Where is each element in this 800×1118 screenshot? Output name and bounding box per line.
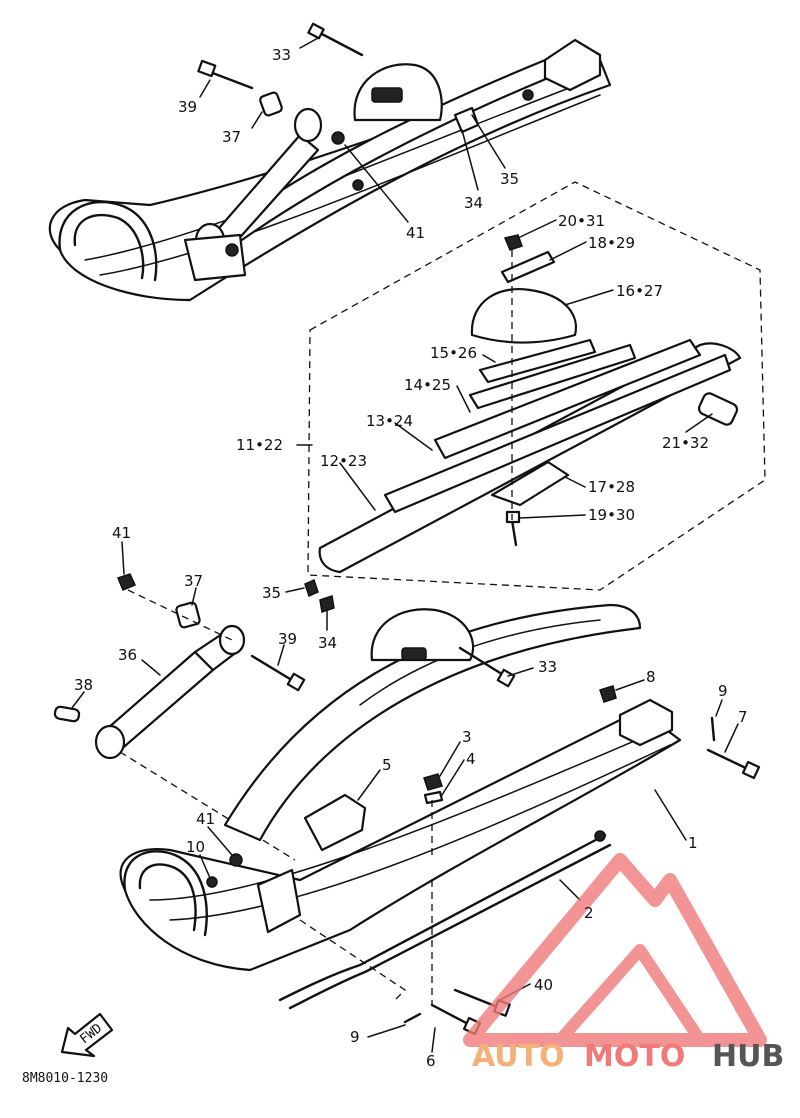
callout-5: 5 <box>382 756 392 774</box>
callout-41-top: 41 <box>406 224 425 242</box>
callout-labels: 33 39 37 34 35 41 20•31 18•29 16•27 15•2… <box>22 46 748 1086</box>
callout-3: 3 <box>462 728 472 746</box>
mid-leaders <box>71 541 328 709</box>
callout-17-28: 17•28 <box>588 478 635 496</box>
callout-37-top: 37 <box>222 128 241 146</box>
callout-34-top: 34 <box>464 194 483 212</box>
callout-39-mid: 39 <box>278 630 297 648</box>
callout-36: 36 <box>118 646 137 664</box>
callout-8: 8 <box>646 668 656 686</box>
spring-leaders <box>296 219 713 519</box>
callout-16-27: 16•27 <box>616 282 663 300</box>
callout-21-32: 21•32 <box>662 434 709 452</box>
callout-33-top: 33 <box>272 46 291 64</box>
callout-15-26: 15•26 <box>430 344 477 362</box>
callout-10: 10 <box>186 838 205 856</box>
watermark-part-hub: HUB <box>712 1039 784 1074</box>
callout-40: 40 <box>534 976 553 994</box>
watermark-text: AUTO MOTO HUB <box>472 1039 784 1074</box>
watermark-part-moto: MOTO <box>584 1039 685 1074</box>
callout-4: 4 <box>466 750 476 768</box>
callout-9-upper: 9 <box>718 682 728 700</box>
top-ski-assembly <box>48 38 612 302</box>
callout-14-25: 14•25 <box>404 376 451 394</box>
callout-1: 1 <box>688 834 698 852</box>
lower-leaders <box>199 667 739 1053</box>
forward-arrow-icon: FWD <box>60 1012 114 1058</box>
callout-9-lower: 9 <box>350 1028 360 1046</box>
callout-34-mid: 34 <box>318 634 337 652</box>
callout-13-24: 13•24 <box>366 412 413 430</box>
top-leaders <box>199 37 506 223</box>
callout-41-mid: 41 <box>112 524 131 542</box>
callout-35-mid: 35 <box>262 584 281 602</box>
callout-12-23: 12•23 <box>320 452 367 470</box>
watermark-logo <box>463 853 767 1047</box>
callout-11-22: 11•22 <box>236 436 283 454</box>
shock-parts <box>53 573 335 861</box>
callout-7: 7 <box>738 708 748 726</box>
callout-6: 6 <box>426 1052 436 1070</box>
callout-2: 2 <box>584 904 594 922</box>
callout-37-mid: 37 <box>184 572 203 590</box>
callout-35-top: 35 <box>500 170 519 188</box>
leaf-spring-exploded <box>307 181 766 591</box>
callout-18-29: 18•29 <box>588 234 635 252</box>
drawing-code: 8M8010-1230 <box>22 1071 108 1086</box>
watermark-part-auto: AUTO <box>472 1039 565 1074</box>
callout-20-31: 20•31 <box>558 212 605 230</box>
top-hardware <box>197 22 364 117</box>
callout-38: 38 <box>74 676 93 694</box>
callout-41-lower: 41 <box>196 810 215 828</box>
callout-33-mid: 33 <box>538 658 557 676</box>
callout-39-top: 39 <box>178 98 197 116</box>
callout-19-30: 19•30 <box>588 506 635 524</box>
lower-ski-assembly <box>119 603 682 1010</box>
